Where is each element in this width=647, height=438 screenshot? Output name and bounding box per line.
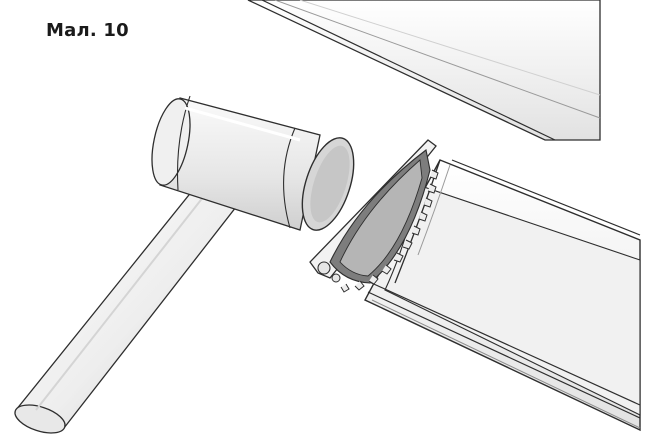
end-cap [309,139,439,293]
figure-label: Мал. 10 [46,20,129,41]
mallet-handle [14,170,244,434]
mallet-head [151,95,355,231]
top-rail [247,0,601,141]
profile-rail [364,159,641,432]
